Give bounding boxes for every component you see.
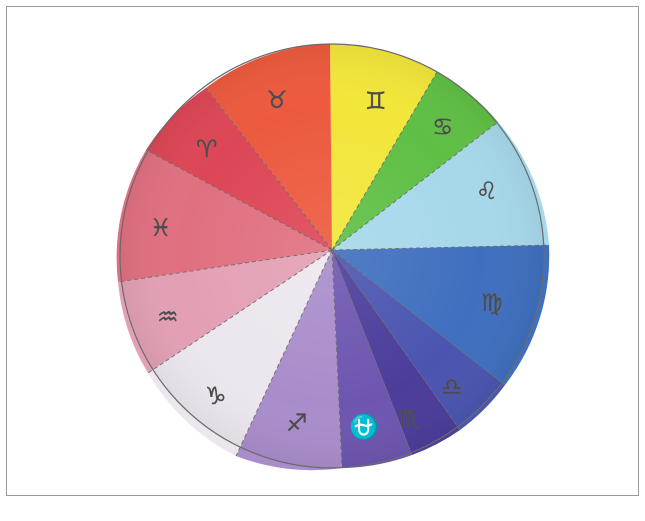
- aries-glyph: ♈: [196, 135, 218, 163]
- scorpio-glyph: ♏: [399, 405, 421, 433]
- leo-glyph: ♌: [476, 177, 498, 205]
- ophiuchus-glyph: ⛎: [349, 413, 379, 441]
- sagittarius-glyph: ♐: [286, 409, 308, 437]
- taurus-glyph: ♉: [266, 86, 288, 114]
- libra-glyph: ♎: [441, 373, 463, 401]
- wheel-shading: [120, 44, 544, 468]
- cancer-glyph: ♋: [432, 113, 454, 141]
- virgo-glyph: ♍: [481, 289, 503, 317]
- capricorn-glyph: ♑: [205, 382, 227, 410]
- gemini-glyph: ♊: [365, 87, 387, 115]
- pisces-glyph: ♓: [150, 214, 172, 242]
- aquarius-glyph: ♒: [157, 303, 179, 331]
